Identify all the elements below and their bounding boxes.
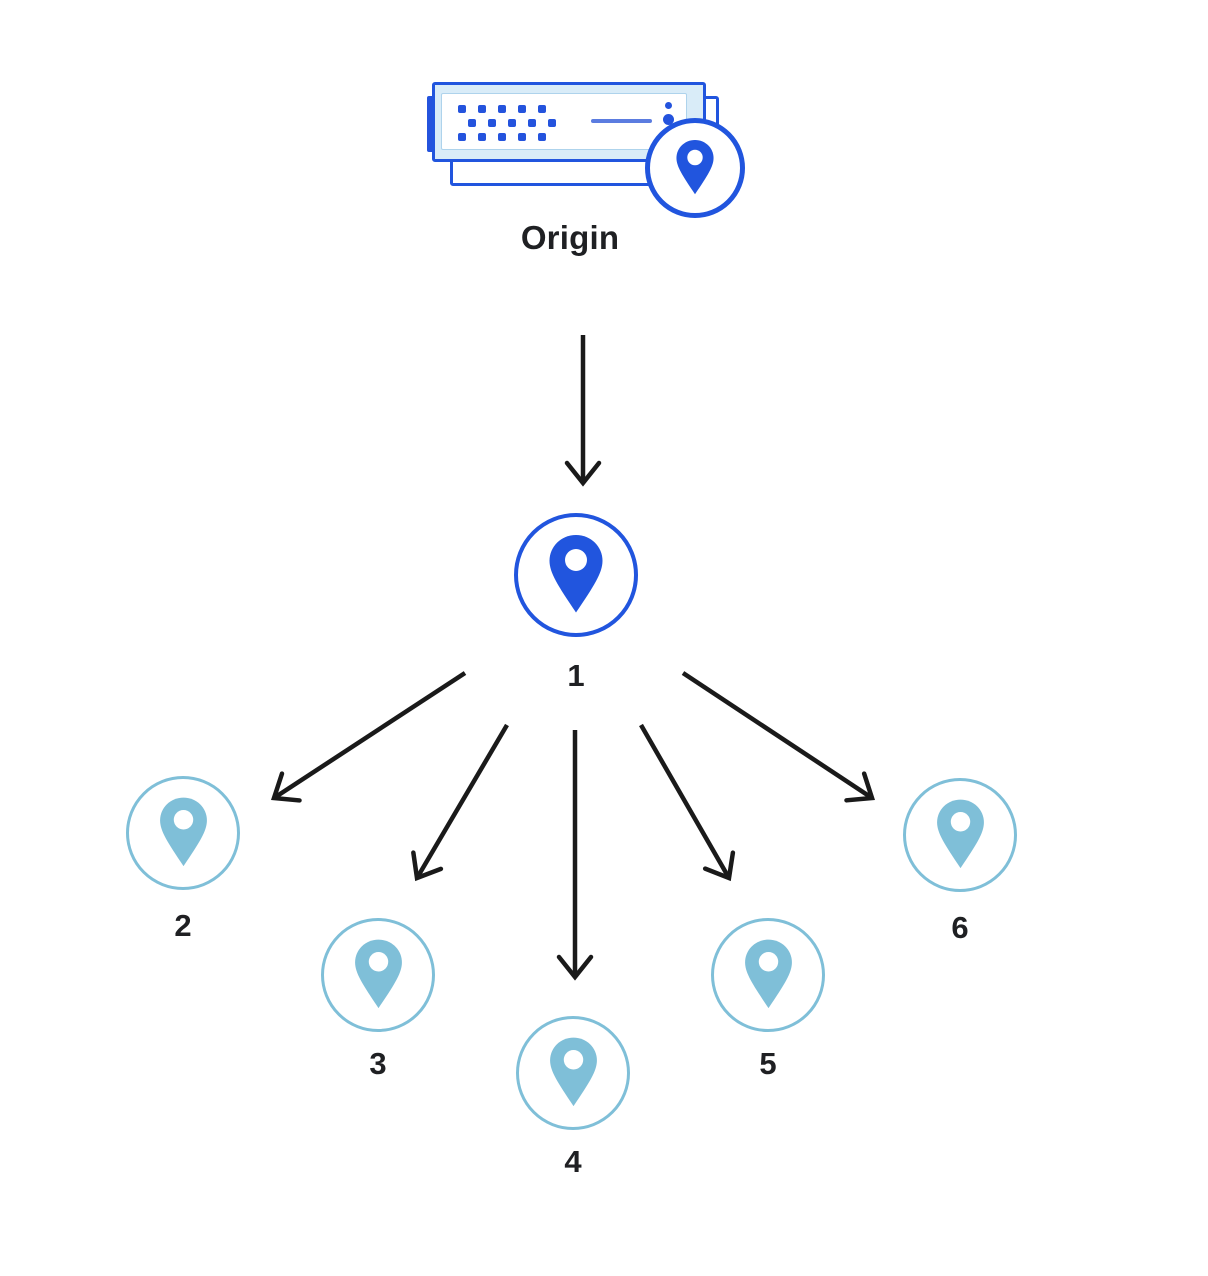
server-led-small — [665, 102, 672, 109]
node-1-label: 1 — [567, 658, 585, 693]
node-1 — [514, 513, 638, 637]
arrow-1-to-2 — [270, 671, 467, 803]
node-3 — [321, 918, 435, 1032]
node-6-label: 6 — [951, 910, 969, 945]
node-5-label: 5 — [759, 1046, 777, 1081]
node-6 — [903, 778, 1017, 892]
location-pin-icon — [549, 535, 603, 613]
arrow-1-to-5 — [639, 723, 736, 882]
location-pin-icon — [936, 799, 984, 869]
server-led-big — [663, 114, 674, 125]
arrow-1-to-6 — [681, 671, 876, 803]
node-5 — [711, 918, 825, 1032]
node-3-label: 3 — [369, 1046, 387, 1081]
node-4-label: 4 — [564, 1144, 582, 1179]
location-pin-icon — [549, 1037, 597, 1107]
node-2 — [126, 776, 240, 890]
location-pin-icon — [354, 939, 402, 1009]
origin-pin-badge — [645, 118, 745, 218]
location-pin-icon — [676, 140, 714, 195]
origin-label: Origin — [520, 219, 620, 256]
server-slot-line — [591, 119, 652, 123]
location-pin-icon — [744, 939, 792, 1009]
node-2-label: 2 — [174, 908, 192, 943]
node-4 — [516, 1016, 630, 1130]
origin-server-icon — [427, 82, 745, 222]
arrow-1-to-3 — [411, 723, 509, 882]
location-pin-icon — [159, 797, 207, 867]
